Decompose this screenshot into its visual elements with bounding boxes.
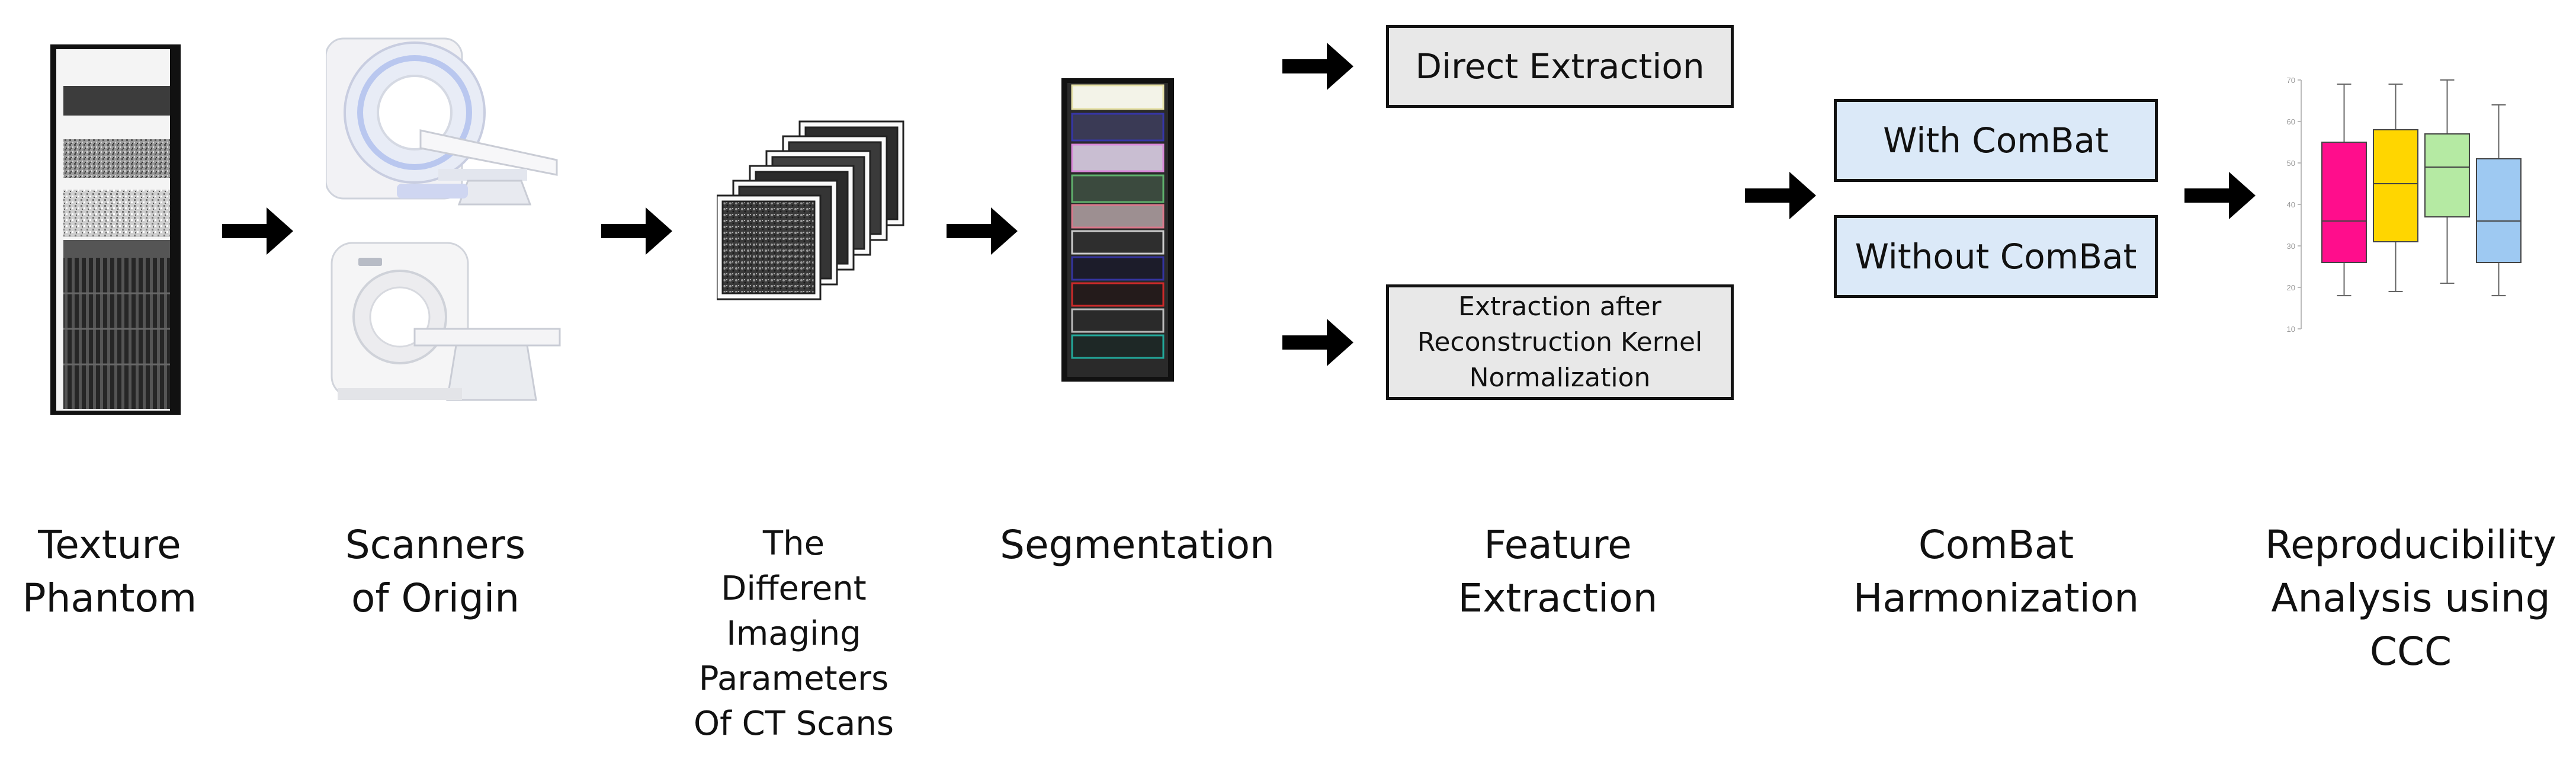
stage-label-combat-harmonization: ComBat Harmonization xyxy=(1853,522,2139,621)
segmentation-image xyxy=(1061,78,1174,382)
stage-label-segmentation: Segmentation xyxy=(1000,522,1275,568)
kernel-normalization-extraction-box: Extraction after Reconstruction Kernel N… xyxy=(1386,284,1734,400)
boxplot-box xyxy=(2424,133,2470,217)
chart-y-tick-label: 50 xyxy=(2287,159,2295,168)
without-combat-box: Without ComBat xyxy=(1834,215,2158,298)
boxplot-box xyxy=(2321,142,2367,263)
right-arrow-icon xyxy=(947,207,1018,255)
right-arrow-icon xyxy=(601,207,672,255)
ct-scanner-image xyxy=(326,240,563,409)
right-arrow-icon xyxy=(222,207,293,255)
stage-label-scanners-of-origin: Scanners of Origin xyxy=(345,522,526,621)
chart-y-tick-label: 20 xyxy=(2287,283,2295,292)
chart-y-tick-label: 40 xyxy=(2287,200,2295,209)
boxplot-chart-image: 70 60 50 40 30 20 10 xyxy=(2275,71,2538,338)
right-arrow-icon xyxy=(2184,172,2256,219)
chart-y-tick-label: 70 xyxy=(2287,76,2295,85)
chart-y-tick-label: 30 xyxy=(2287,242,2295,251)
right-arrow-icon xyxy=(1282,43,1353,90)
stage-label-feature-extraction: Feature Extraction xyxy=(1458,522,1658,621)
stage-label-texture-phantom: Texture Phantom xyxy=(22,522,197,621)
without-combat-label: Without ComBat xyxy=(1855,236,2137,277)
ct-scanner-image xyxy=(326,36,563,213)
with-combat-label: With ComBat xyxy=(1883,120,2109,161)
boxplot-box xyxy=(2373,129,2418,242)
right-arrow-icon xyxy=(1745,172,1816,219)
ct-scan-stack-image xyxy=(717,119,912,308)
chart-y-tick-label: 10 xyxy=(2287,325,2295,334)
texture-phantom-image xyxy=(50,44,181,415)
right-arrow-icon xyxy=(1282,319,1353,366)
boxplot-box xyxy=(2476,158,2522,263)
direct-extraction-box: Direct Extraction xyxy=(1386,25,1734,108)
kernel-normalization-extraction-label: Extraction after Reconstruction Kernel N… xyxy=(1417,291,1703,393)
with-combat-box: With ComBat xyxy=(1834,99,2158,182)
direct-extraction-label: Direct Extraction xyxy=(1415,46,1705,87)
chart-y-tick-label: 60 xyxy=(2287,117,2295,126)
stage-label-reproducibility-analysis: Reproducibility Analysis using CCC xyxy=(2265,522,2556,674)
stage-label-imaging-parameters: The Different Imaging Parameters Of CT S… xyxy=(693,524,894,743)
